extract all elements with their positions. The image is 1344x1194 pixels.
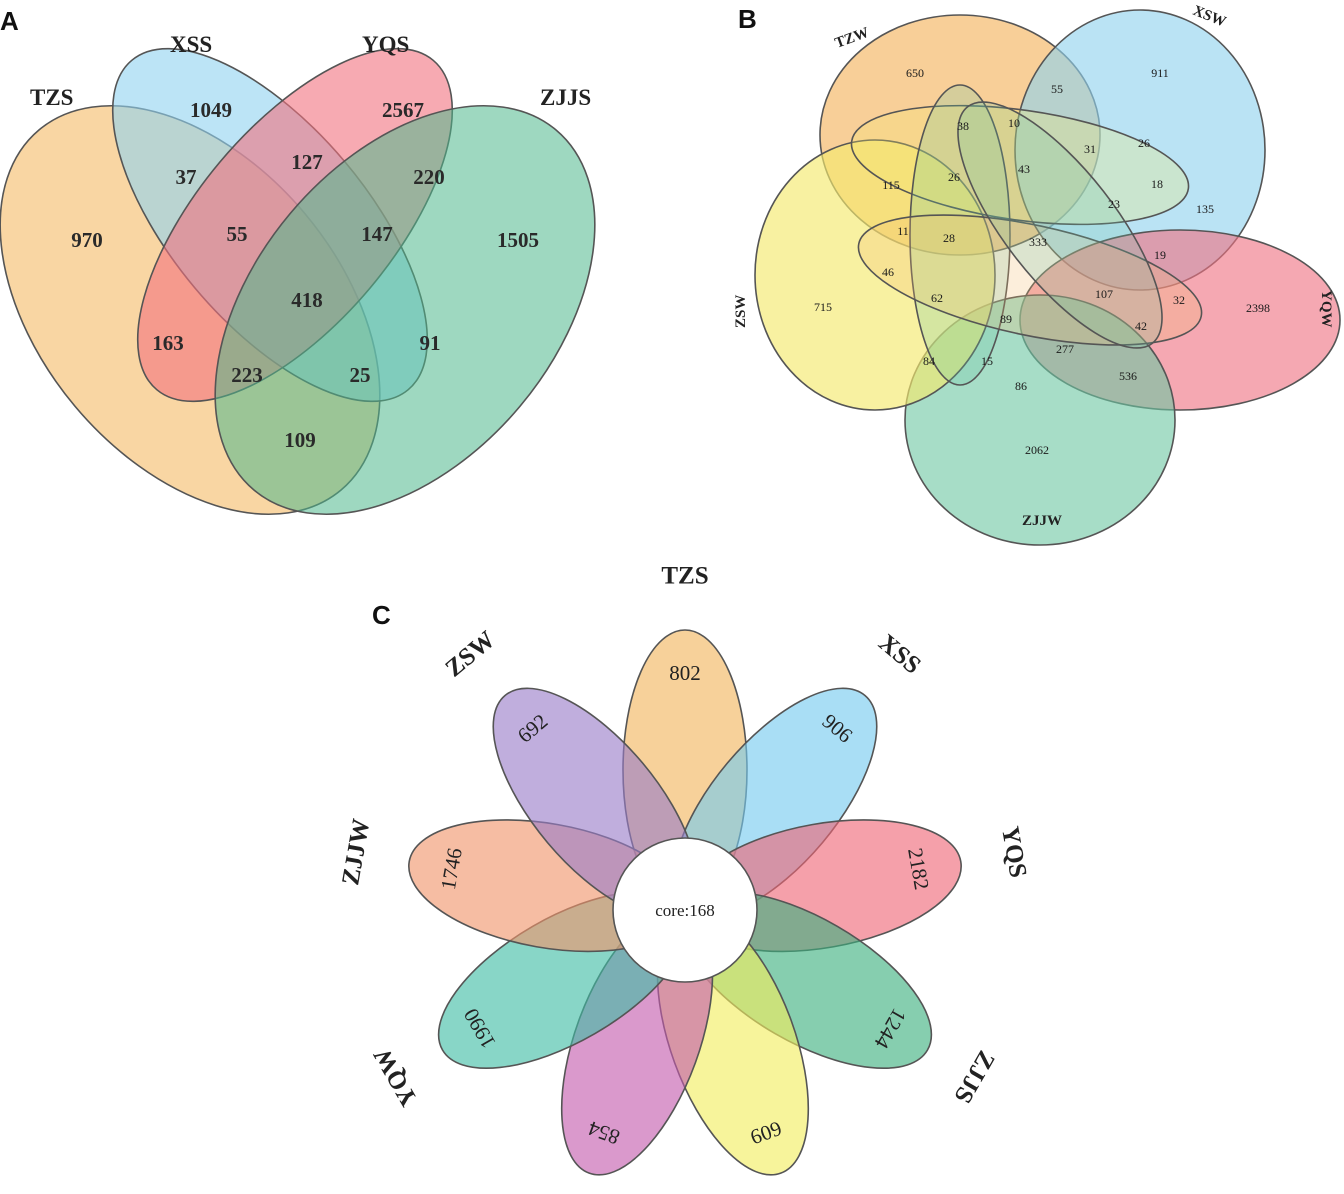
region-count: 2398: [1246, 301, 1270, 315]
region-count: 15: [981, 354, 993, 368]
core-count: core:168: [655, 901, 714, 920]
region-count: 223: [231, 363, 263, 387]
region-count: 127: [291, 150, 323, 174]
region-count: 46: [882, 265, 894, 279]
region-count: 650: [906, 66, 924, 80]
region-count: 42: [1135, 319, 1147, 333]
panel-c-letter: C: [372, 600, 391, 630]
set-label-xss: XSS: [170, 32, 212, 57]
region-count: 32: [1173, 293, 1185, 307]
set-label-zjjs: ZJJS: [540, 85, 591, 110]
region-count: 220: [413, 165, 445, 189]
panel-a: A TZS XSS YQS ZJJS 970 1049 2567 1505 37…: [0, 6, 596, 516]
region-count: 1049: [190, 98, 232, 122]
region-count: 23: [1108, 197, 1120, 211]
petal-label-tzs: TZS: [661, 563, 708, 590]
region-count: 28: [943, 231, 955, 245]
region-count: 26: [1138, 136, 1150, 150]
region-count: 86: [1015, 379, 1027, 393]
region-count: 91: [420, 331, 441, 355]
region-count: 18: [1151, 177, 1163, 191]
region-count: 89: [1000, 312, 1012, 326]
set-ellipse-zjjw: [904, 294, 1176, 546]
region-count: 19: [1154, 248, 1166, 262]
region-count: 107: [1095, 287, 1113, 301]
set-label-zsw: ZSW: [733, 295, 749, 328]
region-count: 2567: [382, 98, 424, 122]
region-count: 536: [1119, 369, 1137, 383]
region-count: 135: [1196, 202, 1214, 216]
set-label-tzs: TZS: [30, 85, 73, 110]
region-count: 37: [176, 165, 197, 189]
petal-label-zjjw: ZJJW: [337, 817, 375, 887]
region-count: 911: [1151, 66, 1169, 80]
region-count: 11: [897, 224, 909, 238]
region-count: 333: [1029, 235, 1047, 249]
panel-b-letter: B: [738, 4, 757, 34]
inner-lobe-2: [909, 84, 1011, 386]
set-label-yqw: YQW: [1318, 290, 1334, 328]
set-ellipse-zjjs: [214, 104, 596, 516]
inner-lobe-1: [850, 104, 1190, 226]
inner-lobe-4: [957, 101, 1163, 349]
panel-a-letter: A: [0, 6, 19, 36]
region-count: 25: [350, 363, 371, 387]
petal-label-zsw: ZSW: [440, 626, 500, 682]
set-label-zjjw: ZJJW: [1022, 513, 1062, 529]
region-count: 1505: [497, 228, 539, 252]
region-count: 26: [948, 170, 960, 184]
panel-c: C 802TZS906XSS2182YQS1244ZJJS609TZW854XS…: [337, 563, 1032, 1176]
region-count: 55: [1051, 82, 1063, 96]
region-count: 115: [882, 178, 900, 192]
region-count: 147: [361, 222, 393, 246]
petal-count-tzs: 802: [669, 661, 701, 685]
region-count: 84: [923, 354, 935, 368]
petal-label-yqw: YQW: [369, 1043, 424, 1111]
inner-lobe-3: [857, 214, 1203, 346]
region-count: 55: [227, 222, 248, 246]
core-circle: [612, 837, 758, 983]
set-label-yqs: YQS: [362, 32, 409, 57]
panel-b: B TZW XSW YQW ZJJW ZSW 650 55 911 38 10 …: [733, 3, 1341, 546]
region-count: 109: [284, 428, 316, 452]
region-count: 970: [71, 228, 103, 252]
region-count: 62: [931, 291, 943, 305]
region-count: 163: [152, 331, 184, 355]
petal-label-yqs: YQS: [996, 824, 1032, 879]
region-count: 38: [957, 119, 969, 133]
region-count: 43: [1018, 162, 1030, 176]
region-count: 418: [291, 288, 323, 312]
petal-label-xss: XSS: [873, 629, 925, 679]
region-count: 10: [1008, 116, 1020, 130]
region-count: 715: [814, 300, 832, 314]
region-count: 31: [1084, 142, 1096, 156]
region-count: 2062: [1025, 443, 1049, 457]
region-count: 277: [1056, 342, 1074, 356]
petal-label-zjjs: ZJJS: [948, 1046, 999, 1108]
